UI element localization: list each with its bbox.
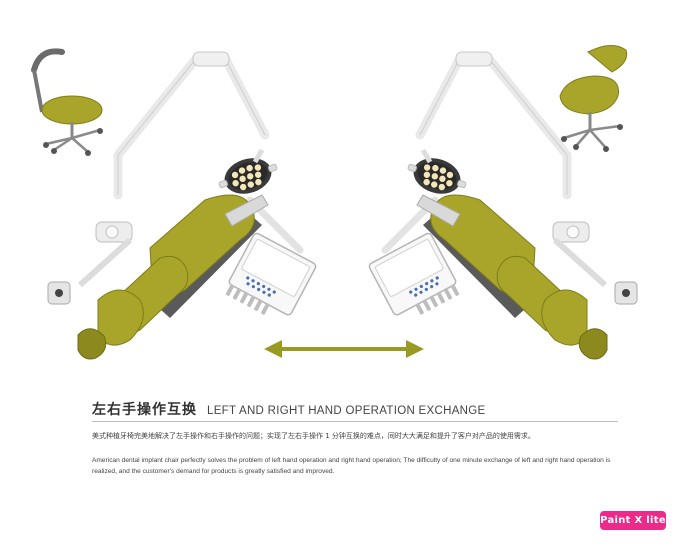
heading-title-en: LEFT AND RIGHT HAND OPERATION EXCHANGE	[207, 405, 486, 417]
heading-divider	[92, 421, 618, 422]
heading-title-cn: 左右手操作互换	[92, 402, 197, 418]
description-cn: 美式种植牙椅完美地解决了左手操作和右手操作的问题；实现了左右手操作 1 分钟互换…	[92, 432, 535, 440]
dentist-stool-with-backrest-icon	[31, 48, 103, 156]
description-en: American dental implant chair perfectly …	[92, 457, 611, 475]
double-headed-arrow-icon	[264, 340, 424, 358]
product-illustration	[31, 45, 675, 380]
dentist-saddle-stool-icon	[559, 45, 628, 152]
section-heading: 左右手操作互换 LEFT AND RIGHT HAND OPERATION EX…	[92, 399, 486, 419]
watermark-badge: Paint X lite	[600, 511, 666, 530]
